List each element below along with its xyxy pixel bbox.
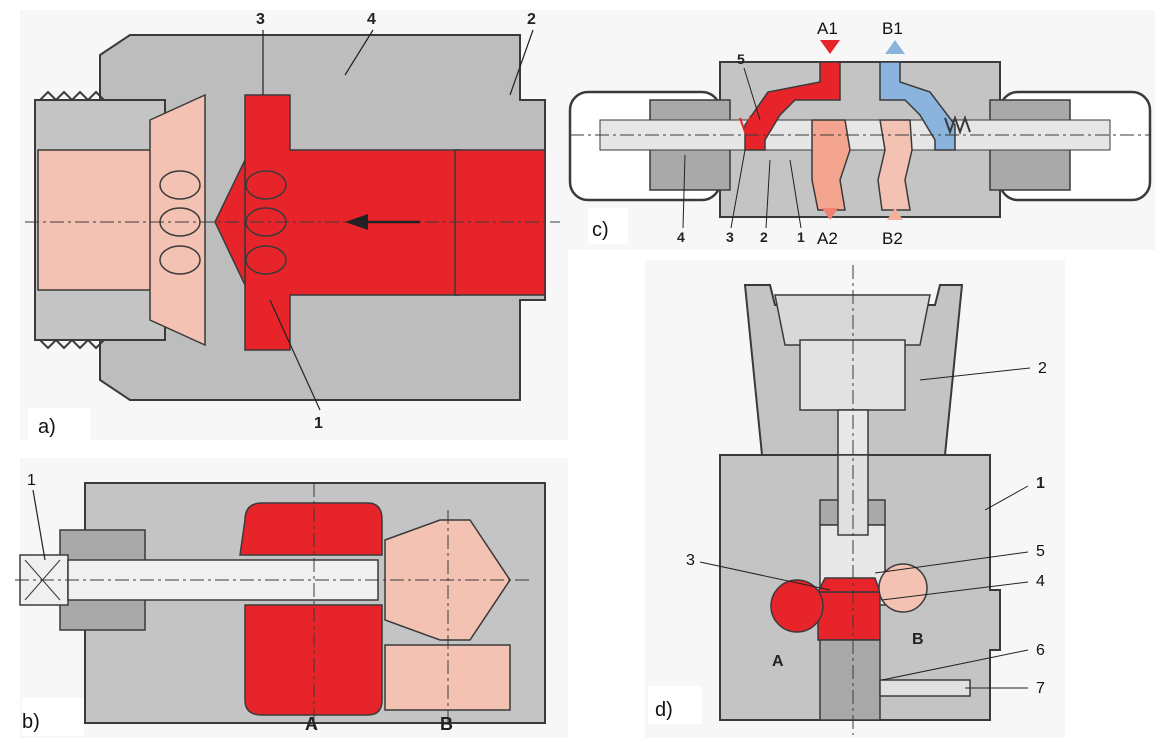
leader-c-3 <box>730 149 746 229</box>
port-b2-marker-icon <box>887 208 903 220</box>
label-d-3: 3 <box>686 552 695 569</box>
caption-c-box <box>588 208 628 244</box>
flow-arrow-icon <box>345 214 420 230</box>
caption-a: a) <box>38 416 56 438</box>
leader-d-6 <box>881 649 1029 681</box>
panel-b: 1 A B b) <box>15 458 568 738</box>
label-d-5: 5 <box>1036 543 1045 560</box>
label-b-port-b: B <box>440 714 453 734</box>
leader-d-2 <box>919 367 1031 381</box>
caption-b-box <box>22 698 84 736</box>
label-c-b1: B1 <box>882 19 903 38</box>
label-c-3: 3 <box>726 229 734 245</box>
port-a2-marker-icon <box>822 208 838 220</box>
label-d-6: 6 <box>1036 642 1045 659</box>
panel-c: A1 B1 A2 B2 5 4 3 2 1 c) <box>565 10 1155 250</box>
leader-b-1 <box>32 489 46 561</box>
label-d-port-a: A <box>772 653 784 670</box>
label-a-3: 3 <box>256 11 265 28</box>
leader-d-5 <box>874 551 1029 574</box>
leader-c-5 <box>743 67 761 121</box>
label-b-1: 1 <box>27 472 36 489</box>
panel-a: 3 4 2 1 a) <box>20 10 568 440</box>
label-d-port-b: B <box>912 631 924 648</box>
label-c-a1: A1 <box>817 19 838 38</box>
label-d-2: 2 <box>1038 360 1047 377</box>
chamber-a-top <box>239 502 383 556</box>
port-b1-marker-icon <box>885 40 905 54</box>
left-port-hole-bottom <box>159 245 201 275</box>
label-c-a2: A2 <box>817 229 838 248</box>
label-a-4: 4 <box>367 11 376 28</box>
label-c-2: 2 <box>760 229 768 245</box>
port-a-circle <box>770 579 824 633</box>
label-c-b2: B2 <box>882 229 903 248</box>
right-port-hole-top <box>245 170 287 200</box>
leader-d-1 <box>984 485 1029 511</box>
label-d-1: 1 <box>1036 475 1045 492</box>
label-a-2: 2 <box>527 11 536 28</box>
left-bore <box>37 149 159 291</box>
port-a1-marker-icon <box>820 40 840 54</box>
panel-d: 2 1 5 4 3 6 7 A B d) <box>645 260 1065 738</box>
label-b-port-a: A <box>305 714 318 734</box>
leader-c-4 <box>682 154 686 229</box>
right-spring <box>944 115 971 135</box>
lower-thread <box>39 338 105 350</box>
lower-plug <box>819 639 881 721</box>
label-d-4: 4 <box>1036 573 1045 590</box>
leader-a-1 <box>269 299 321 411</box>
label-a-1: 1 <box>314 415 323 432</box>
caption-d: d) <box>655 699 673 721</box>
screw-7 <box>879 679 971 697</box>
caption-c: c) <box>592 219 609 241</box>
leader-a-2 <box>509 29 534 96</box>
leader-a-4 <box>344 29 374 76</box>
leader-c-1 <box>789 159 802 229</box>
channel-a1 <box>744 61 841 151</box>
label-d-7: 7 <box>1036 680 1045 697</box>
left-port-hole-top <box>159 170 201 200</box>
leader-d-4 <box>881 581 1029 601</box>
chamber-a2 <box>811 119 851 211</box>
port-b-circle <box>878 563 928 613</box>
left-spring <box>739 115 766 135</box>
caption-d-box <box>648 686 702 724</box>
leader-c-2 <box>765 159 771 229</box>
label-c-5: 5 <box>737 51 745 67</box>
right-port-hole-bottom <box>245 245 287 275</box>
leader-d-3 <box>699 561 831 591</box>
channel-b1 <box>879 61 956 151</box>
caption-a-box <box>28 408 90 440</box>
label-c-4: 4 <box>677 229 685 245</box>
chamber-b2 <box>877 119 913 211</box>
upper-thread <box>39 90 105 102</box>
caption-b: b) <box>22 711 40 733</box>
poppet-4 <box>817 591 881 641</box>
label-c-1: 1 <box>797 229 805 245</box>
